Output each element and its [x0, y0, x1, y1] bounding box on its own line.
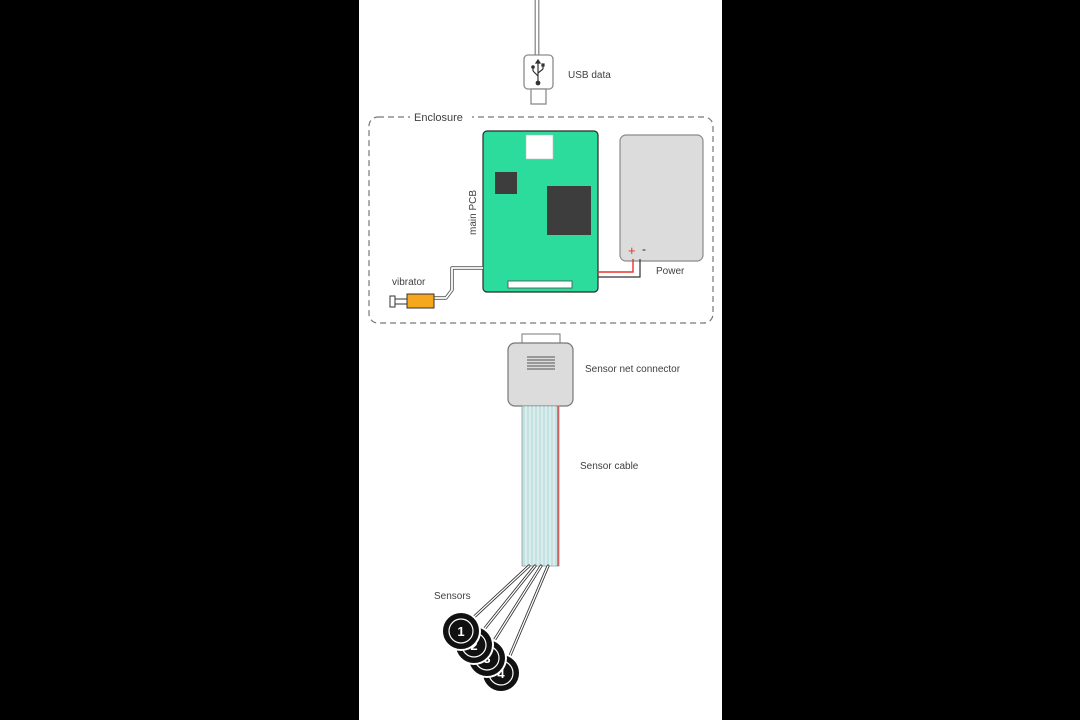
main-pcb	[482, 130, 599, 293]
vibrator-label: vibrator	[392, 277, 426, 288]
power-label: Power	[656, 266, 685, 277]
usb-port	[525, 134, 554, 160]
sensors-label: Sensors	[434, 591, 471, 602]
usb-label: USB data	[568, 70, 611, 81]
connector-label: Sensor net connector	[585, 364, 681, 375]
usb-connector	[523, 0, 554, 105]
battery	[619, 134, 704, 262]
vibrator-motor	[389, 293, 435, 309]
main-pcb-label: main PCB	[468, 190, 479, 235]
sensor-1-number: 1	[457, 624, 464, 639]
usb-icon	[531, 58, 545, 86]
cable-label: Sensor cable	[580, 461, 639, 472]
sensor-net-connector	[507, 333, 574, 407]
enclosure-boundary	[368, 116, 714, 324]
enclosure-label: Enclosure	[414, 112, 463, 124]
sensor-ribbon-cable	[521, 405, 560, 567]
power-wire-positive	[598, 259, 634, 273]
small-chip	[495, 172, 517, 194]
power-wire-negative	[598, 259, 641, 278]
sensor-1: 1	[441, 611, 481, 651]
battery-plus: +	[628, 243, 636, 258]
main-chip	[547, 186, 591, 235]
sensor-4-number: 4	[497, 666, 505, 681]
pcb-connector	[507, 280, 573, 289]
battery-minus: -	[642, 242, 646, 256]
